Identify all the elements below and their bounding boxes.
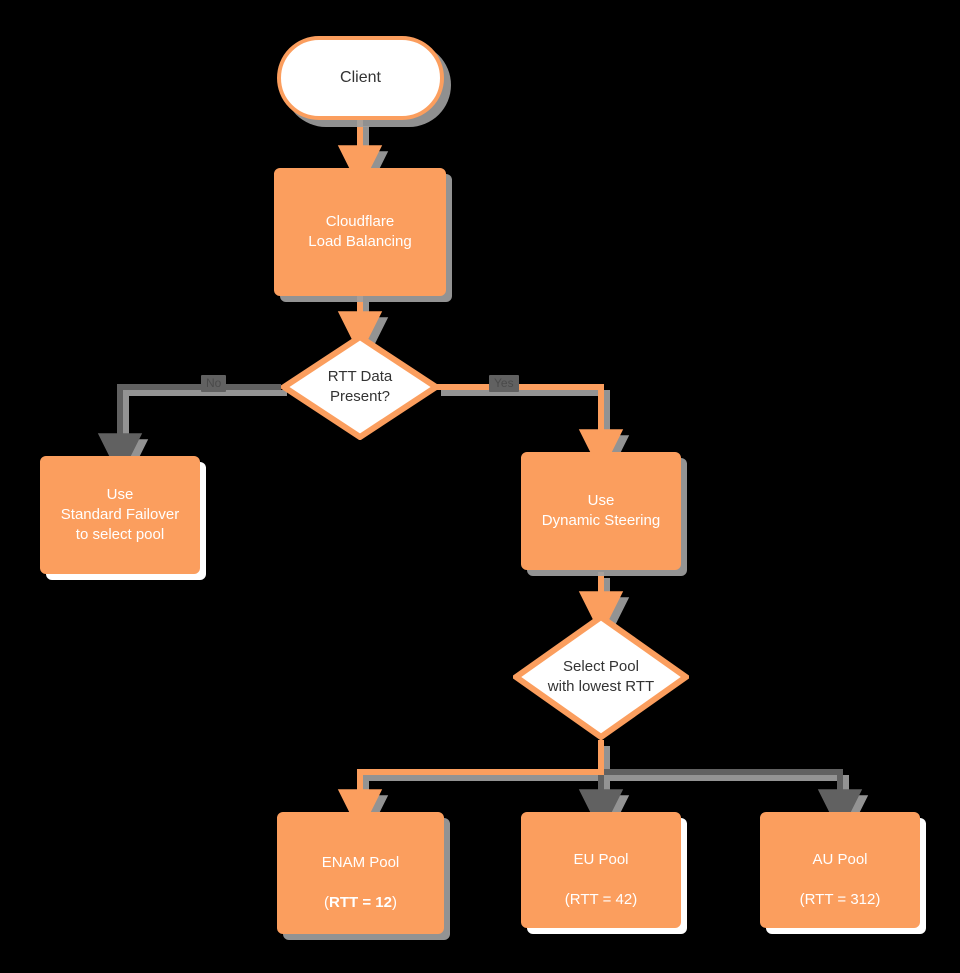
node-au-pool-rtt-open: ( xyxy=(799,890,805,908)
node-select-pool-label: Select Pool with lowest RTT xyxy=(547,658,655,695)
node-enam-pool-label: ENAM Pool (RTT = 12) xyxy=(322,833,400,912)
node-enam-pool-rtt-close: ) xyxy=(391,893,397,911)
node-rtt-decision-label: RTT Data Present? xyxy=(327,368,393,405)
node-enam-pool[interactable]: ENAM Pool (RTT = 12) xyxy=(277,812,444,934)
edge-label-yes: Yes xyxy=(489,375,519,393)
node-enam-pool-rtt-value: RTT = 12 xyxy=(329,893,392,911)
node-client[interactable]: Client xyxy=(277,36,444,120)
node-au-pool-name: AU Pool xyxy=(812,851,868,869)
rtt-decision-diamond-shape xyxy=(281,334,439,440)
node-eu-pool-label: EU Pool (RTT = 42) xyxy=(565,830,637,909)
edge-shadow-select-enam xyxy=(343,746,610,840)
node-eu-pool-name: EU Pool xyxy=(573,851,629,869)
node-au-pool-label: AU Pool (RTT = 312) xyxy=(800,830,881,909)
node-client-label: Client xyxy=(340,69,381,87)
edge-rtt-to-standard-failover xyxy=(97,384,281,478)
node-select-pool[interactable]: Select Pool with lowest RTT xyxy=(513,614,689,740)
node-au-pool-rtt-close: ) xyxy=(875,890,881,908)
node-eu-pool-rtt-open: ( xyxy=(564,890,570,908)
edge-select-to-enam-pool xyxy=(337,740,604,834)
node-eu-pool[interactable]: EU Pool (RTT = 42) xyxy=(521,812,681,928)
node-au-pool[interactable]: AU Pool (RTT = 312) xyxy=(760,812,920,928)
node-standard-failover-label: Use Standard Failover to select pool xyxy=(60,486,180,543)
node-rtt-decision[interactable]: RTT Data Present? xyxy=(281,334,439,440)
node-eu-pool-rtt-value: RTT = 42 xyxy=(569,890,633,908)
node-dynamic-steering[interactable]: Use Dynamic Steering xyxy=(521,452,681,570)
edge-shadow-select-au xyxy=(604,746,869,840)
node-dynamic-steering-label: Use Dynamic Steering xyxy=(541,492,661,529)
select-pool-diamond-shape xyxy=(513,614,689,740)
node-load-balancing-label: Cloudflare Load Balancing xyxy=(308,213,412,250)
node-standard-failover[interactable]: Use Standard Failover to select pool xyxy=(40,456,200,574)
edge-rtt-to-dynamic-steering xyxy=(435,384,624,474)
node-load-balancing[interactable]: Cloudflare Load Balancing xyxy=(274,168,446,296)
node-eu-pool-rtt-close: ) xyxy=(632,890,638,908)
edge-shadow-rtt-dynamic xyxy=(441,390,630,480)
node-enam-pool-name: ENAM Pool xyxy=(321,854,400,872)
edge-shadow-rtt-failover xyxy=(103,390,287,484)
edge-label-no: No xyxy=(201,375,227,393)
node-au-pool-rtt-value: RTT = 312 xyxy=(804,890,876,908)
node-enam-pool-rtt-open: ( xyxy=(324,893,330,911)
